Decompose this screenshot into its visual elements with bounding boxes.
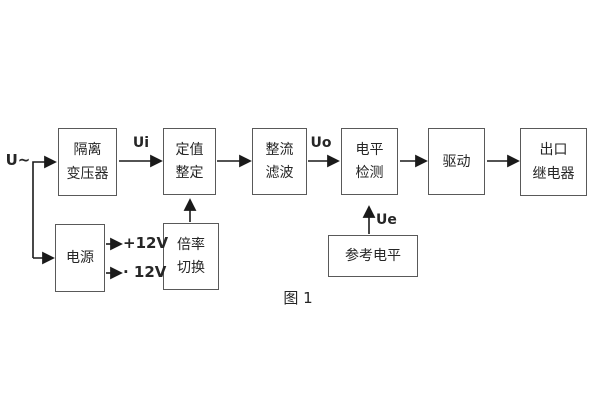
block-label: 整定 (175, 165, 204, 181)
block-label: 电源 (66, 250, 94, 266)
block-ratio-switch: 倍率 切换 (163, 223, 219, 290)
block-level-detector: 电平 检测 (341, 128, 398, 195)
block-label: 倍率 (177, 237, 205, 253)
block-label: 整流 (265, 142, 294, 158)
block-label: 切换 (177, 260, 205, 276)
signal-label-input-voltage: U~ (5, 151, 31, 169)
block-power-supply: 电源 (55, 224, 105, 292)
figure-caption: 图 1 (283, 289, 313, 307)
signal-label-uo: Uo (310, 135, 332, 151)
block-reference-level: 参考电平 (328, 235, 418, 277)
block-label: 变压器 (66, 165, 109, 182)
block-setpoint-adjust: 定值 整定 (163, 128, 216, 195)
block-rectifier-filter: 整流 滤波 (252, 128, 307, 195)
signal-label-plus-12v: +12V (123, 234, 169, 252)
block-label: 滤波 (265, 165, 294, 181)
block-driver: 驱动 (428, 128, 485, 195)
block-label: 定值 (175, 142, 204, 158)
block-label: 继电器 (532, 165, 575, 182)
block-label: 出口 (539, 142, 568, 159)
block-isolation-transformer: 隔离 变压器 (58, 128, 117, 196)
signal-label-minus-12v: · 12V (123, 263, 167, 281)
block-label: 隔离 (73, 142, 102, 159)
block-label: 参考电平 (345, 248, 401, 264)
block-output-relay: 出口 继电器 (520, 128, 587, 196)
block-label: 电平 (355, 142, 384, 158)
block-label: 驱动 (442, 153, 471, 170)
signal-label-ue: Ue (376, 212, 397, 228)
connector-input-to-isolation (32, 155, 57, 258)
signal-label-ui: Ui (132, 135, 150, 151)
block-label: 检测 (355, 165, 384, 181)
